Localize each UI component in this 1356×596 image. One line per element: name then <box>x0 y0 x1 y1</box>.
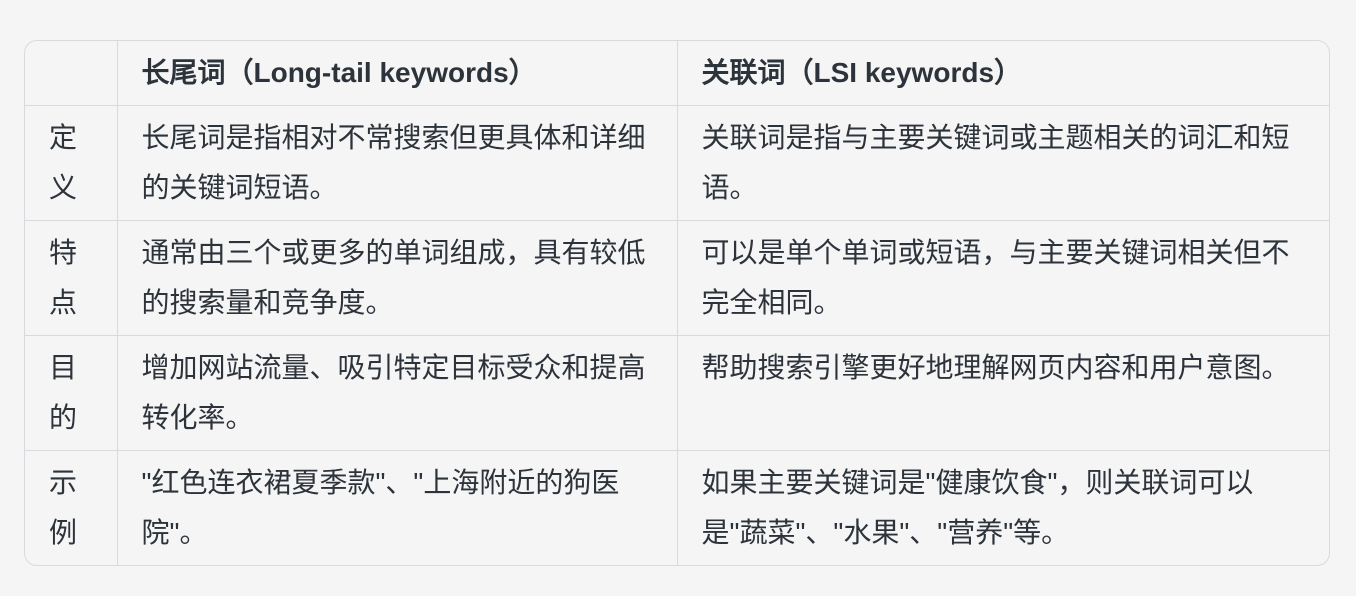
table-row-purpose: 目的 增加网站流量、吸引特定目标受众和提高转化率。 帮助搜索引擎更好地理解网页内… <box>25 334 1329 450</box>
cell-examples-long-tail: "红色连衣裙夏季款"、"上海附近的狗医院"。 <box>116 449 677 565</box>
row-label-examples: 示例 <box>25 449 117 565</box>
cell-characteristics-lsi: 可以是单个单词或短语，与主要关键词相关但不完全相同。 <box>676 219 1329 335</box>
table-header-row: 长尾词（Long-tail keywords） 关联词（LSI keywords… <box>25 41 1329 105</box>
cell-definition-long-tail: 长尾词是指相对不常搜索但更具体和详细的关键词短语。 <box>116 104 677 220</box>
keywords-comparison-table: 长尾词（Long-tail keywords） 关联词（LSI keywords… <box>25 41 1329 565</box>
cell-purpose-lsi: 帮助搜索引擎更好地理解网页内容和用户意图。 <box>676 334 1329 450</box>
cell-examples-lsi: 如果主要关键词是"健康饮食"，则关联词可以是"蔬菜"、"水果"、"营养"等。 <box>676 449 1329 565</box>
col-header-lsi: 关联词（LSI keywords） <box>676 41 1329 105</box>
table-row-characteristics: 特点 通常由三个或更多的单词组成，具有较低的搜索量和竞争度。 可以是单个单词或短… <box>25 219 1329 335</box>
table-row-examples: 示例 "红色连衣裙夏季款"、"上海附近的狗医院"。 如果主要关键词是"健康饮食"… <box>25 449 1329 565</box>
comparison-table-container: 长尾词（Long-tail keywords） 关联词（LSI keywords… <box>24 40 1330 566</box>
row-label-definition: 定义 <box>25 104 117 220</box>
cell-purpose-long-tail: 增加网站流量、吸引特定目标受众和提高转化率。 <box>116 334 677 450</box>
table-row-definition: 定义 长尾词是指相对不常搜索但更具体和详细的关键词短语。 关联词是指与主要关键词… <box>25 104 1329 220</box>
cell-characteristics-long-tail: 通常由三个或更多的单词组成，具有较低的搜索量和竞争度。 <box>116 219 677 335</box>
cell-definition-lsi: 关联词是指与主要关键词或主题相关的词汇和短语。 <box>676 104 1329 220</box>
col-header-long-tail: 长尾词（Long-tail keywords） <box>116 41 677 105</box>
row-label-characteristics: 特点 <box>25 219 117 335</box>
row-label-purpose: 目的 <box>25 334 117 450</box>
corner-cell <box>25 41 117 105</box>
